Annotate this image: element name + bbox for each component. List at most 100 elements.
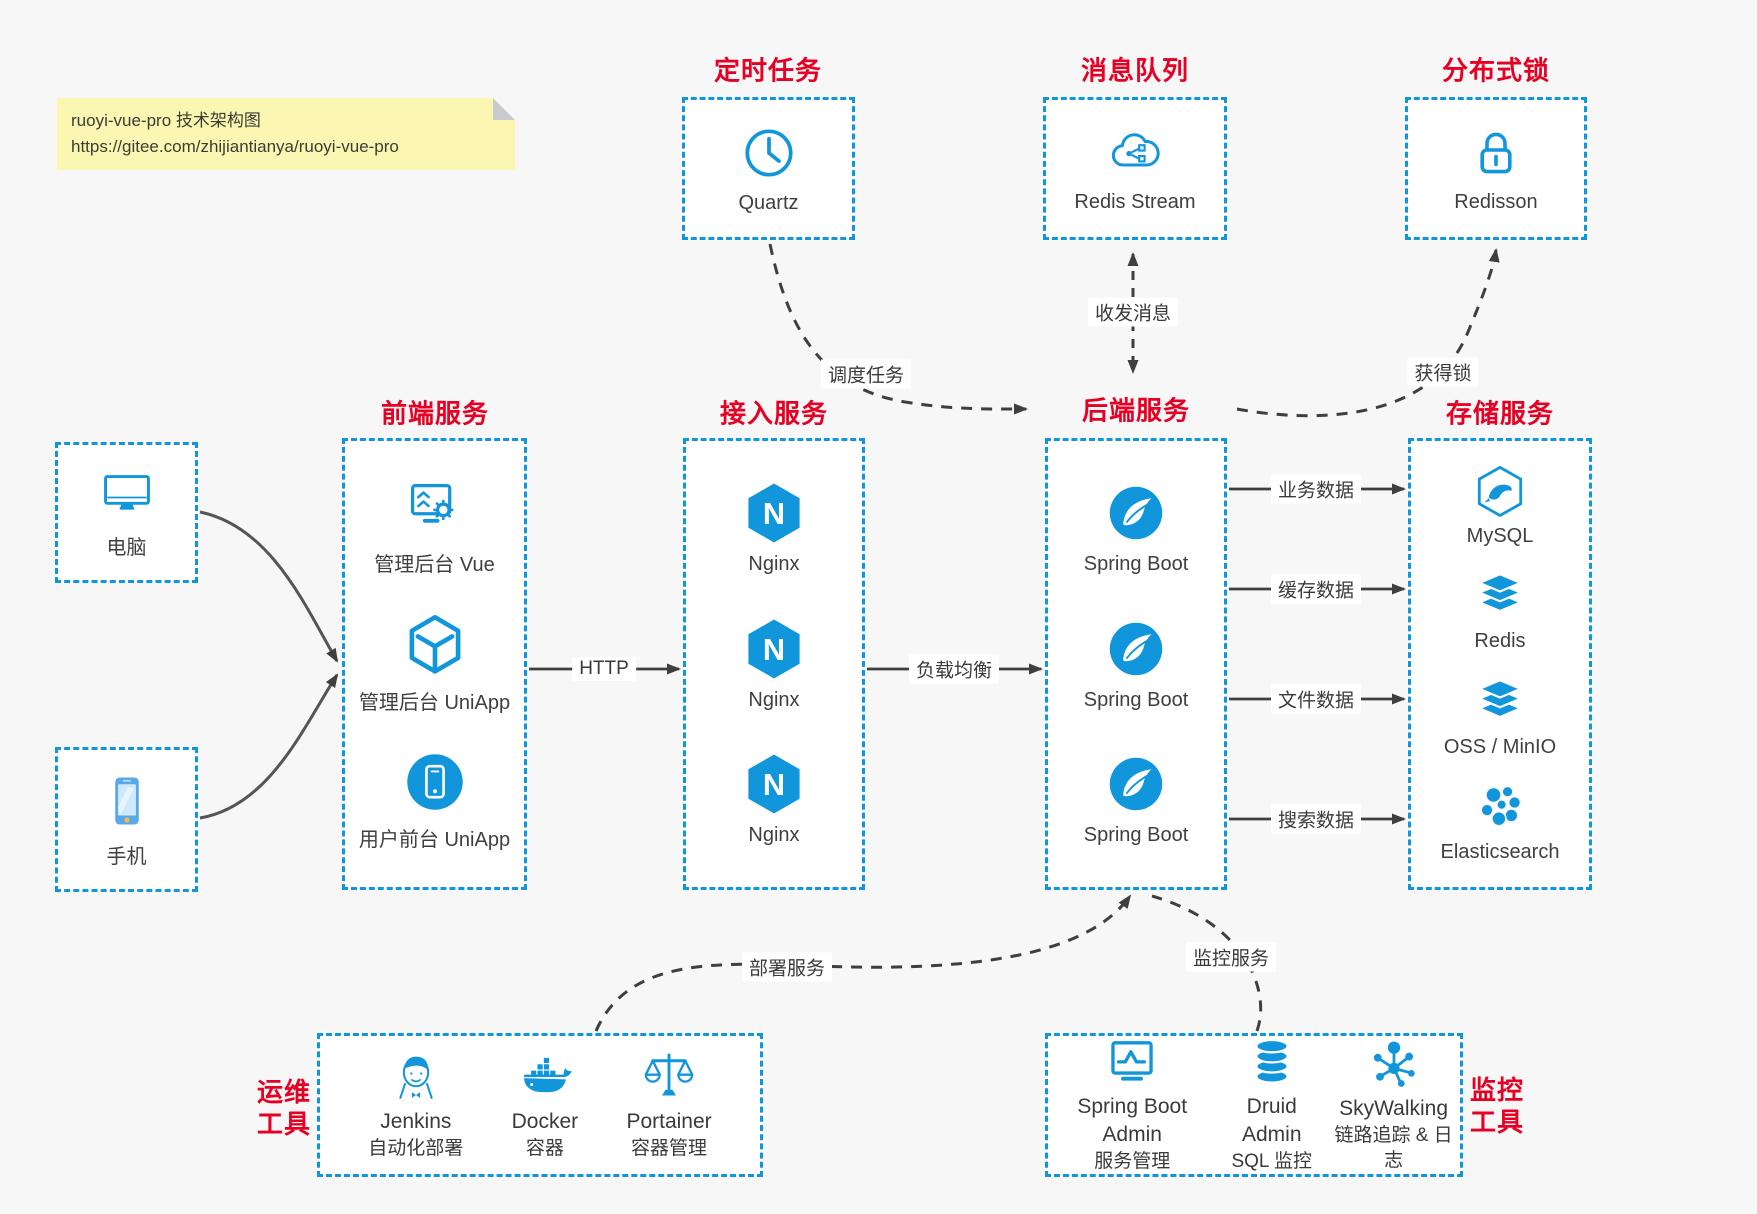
edge-label-messages: 收发消息 <box>1087 297 1179 327</box>
monitor-title-line1: 监控 <box>1469 1075 1525 1105</box>
ops-title-line2: 工具 <box>256 1109 312 1139</box>
service-label: Redis Stream <box>1074 191 1196 213</box>
cloud-stream-icon <box>1111 133 1160 167</box>
monitor-title-line2: 工具 <box>1469 1107 1525 1137</box>
tool-jenkins: Jenkins 自动化部署 <box>368 1048 463 1162</box>
spring-boot-icon <box>1109 622 1163 675</box>
tool-desc: 自动化部署 <box>368 1138 464 1160</box>
node-graph-icon <box>1373 1041 1415 1087</box>
edge-label-lock: 获得锁 <box>1407 357 1479 387</box>
desktop-icon <box>103 475 150 510</box>
sticky-note: ruoyi-vue-pro 技术架构图 https://gitee.com/zh… <box>57 98 515 170</box>
backend-springboot-2: Spring Boot <box>1083 617 1189 712</box>
elasticsearch-icon <box>1480 785 1522 827</box>
client-label: 电脑 <box>106 537 147 559</box>
frontend-item-label: 用户前台 UniApp <box>358 829 511 852</box>
nginx-icon: N <box>748 483 800 543</box>
storage-mysql: MySQL <box>1467 464 1533 548</box>
title-distributed-lock: 分布式锁 <box>1441 55 1551 86</box>
tool-desc: SQL 监控 <box>1231 1150 1313 1172</box>
title-backend: 后端服务 <box>1081 395 1191 426</box>
client-label: 手机 <box>106 846 147 868</box>
arrow-mobile-to-frontend <box>199 673 339 820</box>
service-label: Quartz <box>738 192 799 214</box>
gateway-nginx-1: N Nginx <box>742 481 806 576</box>
tool-name: Spring Boot Admin <box>1077 1095 1188 1146</box>
client-pc: 电脑 <box>96 465 158 560</box>
lock-icon <box>1480 132 1512 174</box>
spring-boot-icon <box>1109 487 1163 540</box>
tool-name: Druid Admin <box>1242 1095 1302 1146</box>
box-redisson: Redisson <box>1405 97 1587 240</box>
tool-spring-boot-admin: Spring Boot Admin 服务管理 <box>1048 1035 1216 1174</box>
service-label: Redisson <box>1454 191 1538 213</box>
scales-icon <box>644 1053 694 1096</box>
box-quartz: Quartz <box>682 97 855 240</box>
storage-item-label: Redis <box>1474 630 1526 653</box>
jenkins-icon <box>399 1056 433 1099</box>
box-mobile-client: 手机 <box>55 747 198 892</box>
edge-label-business-data: 业务数据 <box>1270 474 1362 504</box>
title-monitor-tools: 监控 工具 <box>1470 1074 1524 1138</box>
service-redis-stream: Redis Stream <box>1074 123 1196 214</box>
edge-label-file-data: 文件数据 <box>1270 684 1362 714</box>
service-redisson: Redisson <box>1454 123 1538 214</box>
backend-springboot-3: Spring Boot <box>1084 752 1188 847</box>
arrow-pc-to-frontend <box>199 510 339 663</box>
storage-oss-minio: OSS / MinIO <box>1444 677 1556 759</box>
clock-icon <box>744 129 793 177</box>
edge-label-deploy: 部署服务 <box>741 952 833 982</box>
box-gateway: N Nginx N Nginx N Nginx <box>683 438 865 890</box>
title-message-queue: 消息队列 <box>1080 55 1190 86</box>
arrow-deploy <box>594 894 1132 1032</box>
client-mobile: 手机 <box>99 770 155 869</box>
frontend-admin-uniapp: 管理后台 UniApp <box>359 612 510 715</box>
phone-icon <box>114 777 139 825</box>
frontend-item-label: 管理后台 UniApp <box>358 691 511 714</box>
title-ops-tools: 运维 工具 <box>257 1076 311 1140</box>
service-quartz: Quartz <box>738 122 800 215</box>
edge-label-monitor: 监控服务 <box>1185 942 1277 972</box>
gateway-item-label: Nginx <box>748 553 800 576</box>
app-circle-icon <box>406 754 463 810</box>
box-backend: Spring Boot Spring Boot Spring Boot <box>1045 438 1227 890</box>
note-title: ruoyi-vue-pro 技术架构图 <box>71 111 261 130</box>
edge-label-load-balance: 负载均衡 <box>908 654 1000 684</box>
box-frontend: 管理后台 Vue 管理后台 UniApp 用户前台 UniApp <box>342 438 527 890</box>
storage-item-label: OSS / MinIO <box>1443 735 1557 758</box>
storage-item-label: Elasticsearch <box>1440 840 1560 863</box>
nginx-icon: N <box>748 619 800 678</box>
tool-name: Docker <box>511 1110 579 1133</box>
box-storage: MySQL Redis OSS / MinIO <box>1408 438 1592 890</box>
note-url: https://gitee.com/zhijiantianya/ruoyi-vu… <box>71 137 399 157</box>
tool-druid-admin: Druid Admin SQL 监控 <box>1216 1035 1327 1174</box>
tool-desc: 链路追踪 & 日志 <box>1334 1124 1453 1171</box>
nginx-letter: N <box>763 496 785 531</box>
tool-desc: 服务管理 <box>1094 1150 1171 1172</box>
ops-title-line1: 运维 <box>256 1077 312 1107</box>
storage-redis: Redis <box>1471 571 1529 653</box>
gateway-item-label: Nginx <box>748 823 800 846</box>
oss-stack-icon <box>1478 678 1522 718</box>
mysql-icon <box>1477 466 1523 518</box>
tool-docker: Docker 容器 <box>511 1048 579 1162</box>
tool-name: SkyWalking <box>1339 1096 1449 1120</box>
tool-name: Jenkins <box>380 1110 452 1133</box>
edge-label-http: HTTP <box>572 657 636 681</box>
storage-elasticsearch: Elasticsearch <box>1440 782 1560 864</box>
edge-label-search-data: 搜索数据 <box>1270 804 1362 834</box>
gateway-item-label: Nginx <box>748 688 800 711</box>
spring-boot-icon <box>1109 757 1163 810</box>
database-icon <box>1254 1039 1289 1085</box>
backend-item-label: Spring Boot <box>1083 688 1189 711</box>
edge-label-schedule: 调度任务 <box>820 359 912 389</box>
arrow-acquire-lock <box>1236 248 1500 418</box>
edge-label-cache-data: 缓存数据 <box>1270 574 1362 604</box>
title-gateway: 接入服务 <box>719 398 829 429</box>
gateway-nginx-3: N Nginx <box>742 752 806 847</box>
redis-stack-icon <box>1478 573 1522 613</box>
nginx-letter: N <box>763 631 785 666</box>
tool-skywalking: SkyWalking 链路追踪 & 日志 <box>1327 1037 1460 1174</box>
frontend-admin-vue: 管理后台 Vue <box>374 476 495 577</box>
